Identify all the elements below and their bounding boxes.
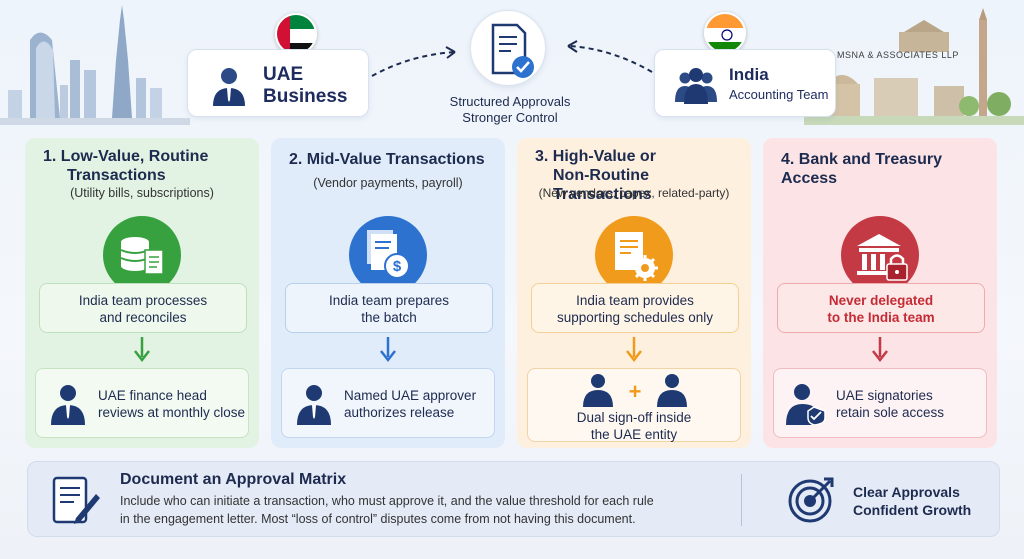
india-to-center-arrowhead (567, 40, 578, 53)
india-role-line1: India team prepares (328, 293, 450, 308)
uae-card-title: UAE (263, 64, 304, 85)
tier-subtitle: (New vendors, capex, related-party) (538, 186, 730, 200)
tier-subtitle: (Utility bills, subscriptions) (70, 186, 214, 200)
delhi-skyline-illustration (804, 8, 1024, 125)
approval-document-icon (470, 10, 546, 86)
uae-flag-icon (275, 13, 317, 55)
flow-arrows (371, 40, 653, 77)
uae-role-line2: reviews at monthly close (98, 405, 246, 420)
center-caption-line2: Stronger Control (462, 110, 558, 125)
down-arrow-icon (134, 337, 150, 363)
india-role-box: India team provides supporting schedules… (531, 283, 739, 333)
target-arrow-icon (788, 477, 834, 523)
dubai-skyline-illustration (0, 5, 190, 125)
tier-subtitle: (Vendor payments, payroll) (313, 176, 463, 190)
uae-role-text: UAE finance head reviews at monthly clos… (98, 387, 246, 421)
banner-slogan-line1: Clear Approvals (853, 484, 960, 500)
center-caption: Structured Approvals Stronger Control (412, 94, 608, 126)
uae-role-box: UAE finance head reviews at monthly clos… (35, 368, 249, 438)
uae-business-card: UAE Business (187, 49, 369, 117)
india-flag-icon (704, 12, 746, 54)
down-arrow-icon (872, 337, 888, 363)
bank-lock-icon (841, 216, 919, 294)
india-role-line1: India team provides (576, 293, 694, 308)
india-role-line1: Never delegated (828, 293, 934, 308)
uae-role-line1: UAE finance head (98, 388, 207, 403)
business-person-icon (297, 385, 331, 425)
business-person-icon (213, 68, 245, 106)
uae-role-box: UAE signatories retain sole access (773, 368, 987, 438)
india-role-line2: to the India team (827, 310, 935, 325)
uae-role-text: Dual sign-off inside the UAE entity (528, 409, 740, 443)
india-role-line1: India team processes (78, 293, 208, 308)
down-arrow-icon (626, 337, 642, 363)
center-caption-line1: Structured Approvals (449, 94, 571, 109)
tier-column-low-value: 1. Low-Value, Routine Transactions (Util… (25, 138, 259, 448)
uae-role-box: Named UAE approver authorizes release (281, 368, 495, 438)
banner-divider (741, 474, 742, 526)
uae-to-center-arrow (371, 51, 456, 77)
team-group-icon (675, 68, 717, 104)
tier-column-mid-value: 2. Mid-Value Transactions (Vendor paymen… (271, 138, 505, 448)
uae-to-center-arrowhead (445, 46, 456, 59)
tier-column-bank-treasury: 4. Bank and Treasury Access Never delega… (763, 138, 997, 448)
india-role-box: India team processes and reconciles (39, 283, 247, 333)
svg-text:$: $ (393, 258, 402, 275)
india-card-subtitle: Accounting Team (729, 87, 829, 102)
firm-name-label: MSNA & ASSOCIATES LLP (837, 50, 959, 60)
database-document-icon (103, 216, 181, 294)
india-role-line2: the batch (361, 310, 417, 325)
india-role-box: India team prepares the batch (285, 283, 493, 333)
svg-text:+: + (629, 379, 642, 404)
india-role-line2: and reconciles (99, 310, 187, 325)
tier-title-line1: 1. Low-Value, Routine (43, 148, 209, 165)
down-arrow-icon (380, 337, 396, 363)
uae-role-text: UAE signatories retain sole access (836, 387, 984, 421)
tier-title-line2: Non-Routine Transactions (553, 167, 652, 203)
tier-title: 4. Bank and Treasury Access (781, 150, 997, 188)
tier-title-line1: 3. High-Value or (535, 148, 656, 165)
tier-title: 1. Low-Value, Routine Transactions (43, 147, 208, 185)
uae-role-line2: retain sole access (836, 405, 945, 420)
banner-slogan-line2: Confident Growth (853, 502, 972, 518)
uae-card-subtitle: Business (263, 86, 348, 107)
india-team-card: India Accounting Team (654, 49, 836, 117)
tier-column-high-value: 3. High-Value or Non-Routine Transaction… (517, 138, 751, 448)
banner-text-line2: in the engagement letter. Most “loss of … (120, 512, 636, 526)
tier-title: 3. High-Value or Non-Routine Transaction… (535, 147, 751, 204)
uae-role-line1: Dual sign-off inside (576, 410, 692, 425)
banner-title: Document an Approval Matrix (120, 471, 347, 488)
india-to-center-arrow (567, 45, 653, 73)
india-role-box: Never delegated to the India team (777, 283, 985, 333)
approval-matrix-banner: Document an Approval Matrix Include who … (27, 461, 1000, 537)
uae-role-text: Named UAE approver authorizes release (344, 387, 492, 421)
dual-signoff-icon: + (583, 374, 687, 407)
business-person-icon (51, 385, 85, 425)
tier-title-line1: 4. Bank and Treasury Access (781, 151, 942, 187)
tier-title: 2. Mid-Value Transactions (289, 150, 485, 169)
uae-role-box: + Dual sign-off inside the UAE entity (527, 368, 741, 442)
uae-role-line1: UAE signatories (836, 388, 933, 403)
document-gear-icon (595, 216, 673, 294)
person-shield-icon (786, 384, 826, 425)
india-role-line2: supporting schedules only (556, 310, 714, 325)
tier-title-line1: 2. Mid-Value Transactions (289, 151, 485, 168)
india-card-title: India (729, 65, 769, 84)
dollar-document-icon: $ (349, 216, 427, 294)
banner-text-line1: Include who can initiate a transaction, … (120, 494, 654, 508)
uae-role-line2: authorizes release (344, 405, 455, 420)
tier-title-line2: Transactions (67, 167, 166, 184)
document-pen-icon (52, 476, 100, 524)
uae-role-line2: the UAE entity (590, 427, 678, 442)
uae-role-line1: Named UAE approver (344, 388, 477, 403)
